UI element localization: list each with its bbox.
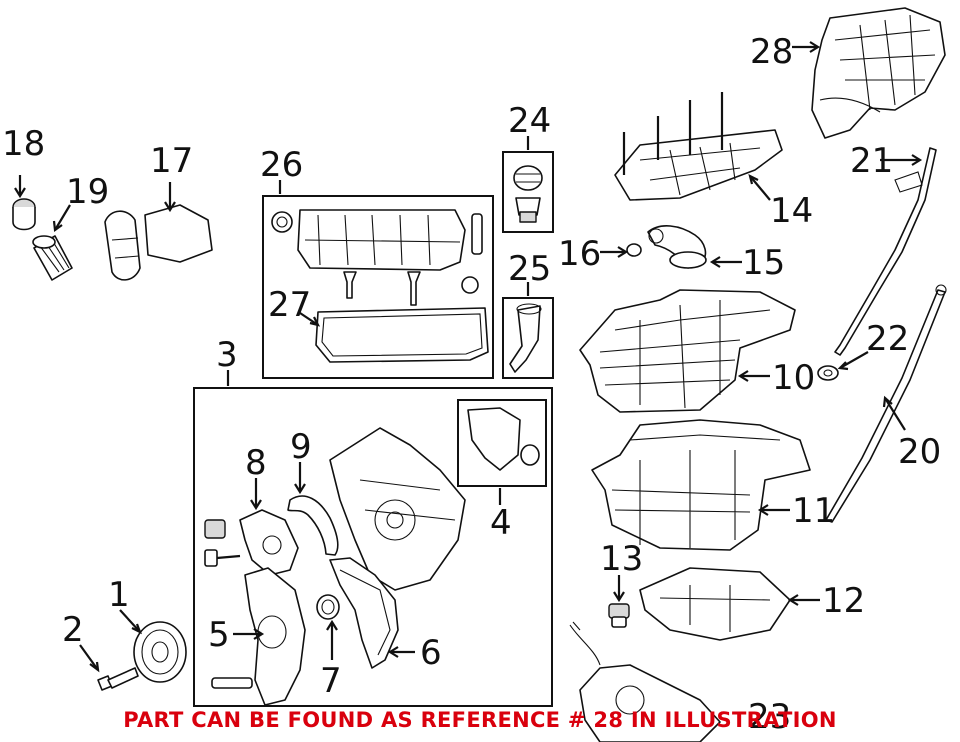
oil-pump[interactable] xyxy=(569,621,721,742)
oil-filter-housing[interactable] xyxy=(104,204,213,281)
tensioner[interactable] xyxy=(204,509,299,576)
callout-11: 11 xyxy=(792,491,835,531)
callout-22: 22 xyxy=(866,319,909,359)
callout-4: 4 xyxy=(490,503,512,543)
oil-pan-baffle[interactable] xyxy=(639,567,791,641)
callout-2: 2 xyxy=(62,610,84,650)
front-cover-gasket[interactable] xyxy=(329,557,399,669)
callout-10: 10 xyxy=(772,358,815,398)
valve-cover[interactable] xyxy=(271,209,483,306)
box-valve-cover-group xyxy=(262,195,494,379)
callout-3: 3 xyxy=(216,335,238,375)
oil-cap[interactable] xyxy=(513,165,543,223)
timing-chain-guide[interactable] xyxy=(287,495,339,556)
callout-19: 19 xyxy=(66,172,109,212)
box-oil-fill-tube xyxy=(502,297,554,379)
pulley-bolt[interactable] xyxy=(97,667,139,691)
reference-note: PART CAN BE FOUND AS REFERENCE # 28 IN I… xyxy=(123,708,837,732)
intake-manifold[interactable] xyxy=(811,7,946,139)
oil-fill-tube[interactable] xyxy=(509,303,542,373)
crankshaft-seal[interactable] xyxy=(316,594,340,620)
oil-pickup-tube[interactable] xyxy=(647,225,707,269)
callout-14: 14 xyxy=(770,191,813,231)
oil-filter-element[interactable] xyxy=(32,235,73,281)
callout-23: 23 xyxy=(748,697,791,737)
box-gasket-detail xyxy=(457,399,547,487)
callout-18: 18 xyxy=(2,124,45,164)
callout-28: 28 xyxy=(750,32,793,72)
timing-gasket-set[interactable] xyxy=(467,407,540,471)
callout-1: 1 xyxy=(108,575,130,615)
callout-26: 26 xyxy=(260,145,303,185)
callout-labels: 28 14 15 16 10 11 12 13 21 22 20 24 25 2… xyxy=(2,32,941,737)
callout-21: 21 xyxy=(850,141,893,181)
callout-16: 16 xyxy=(558,234,601,274)
valve-cover-gasket[interactable] xyxy=(315,307,489,363)
callout-24: 24 xyxy=(508,101,551,141)
box-oil-cap xyxy=(502,151,554,233)
leader-lines xyxy=(14,41,923,673)
callout-25: 25 xyxy=(508,249,551,289)
callout-9: 9 xyxy=(290,427,312,467)
oil-pan-upper[interactable] xyxy=(579,289,796,413)
box-engine-front-group xyxy=(193,387,553,707)
callout-12: 12 xyxy=(822,581,865,621)
oil-pan-lower[interactable] xyxy=(591,419,811,551)
callout-6: 6 xyxy=(420,633,442,673)
o-ring-16[interactable] xyxy=(626,243,642,257)
callout-20: 20 xyxy=(898,432,941,472)
callout-27: 27 xyxy=(268,285,311,325)
callout-17: 17 xyxy=(150,141,193,181)
timing-cover[interactable] xyxy=(329,427,466,591)
callout-15: 15 xyxy=(742,243,785,283)
drain-plug-13[interactable] xyxy=(608,603,630,628)
washer-22[interactable] xyxy=(817,365,839,381)
oil-filter-cap[interactable] xyxy=(12,198,36,231)
callout-13: 13 xyxy=(600,539,643,579)
dipstick-tube[interactable] xyxy=(834,147,937,356)
callout-5: 5 xyxy=(208,615,230,655)
callout-8: 8 xyxy=(245,443,267,483)
bedplate[interactable] xyxy=(614,92,783,201)
crankshaft-pulley[interactable] xyxy=(133,621,187,683)
callout-7: 7 xyxy=(320,661,342,701)
